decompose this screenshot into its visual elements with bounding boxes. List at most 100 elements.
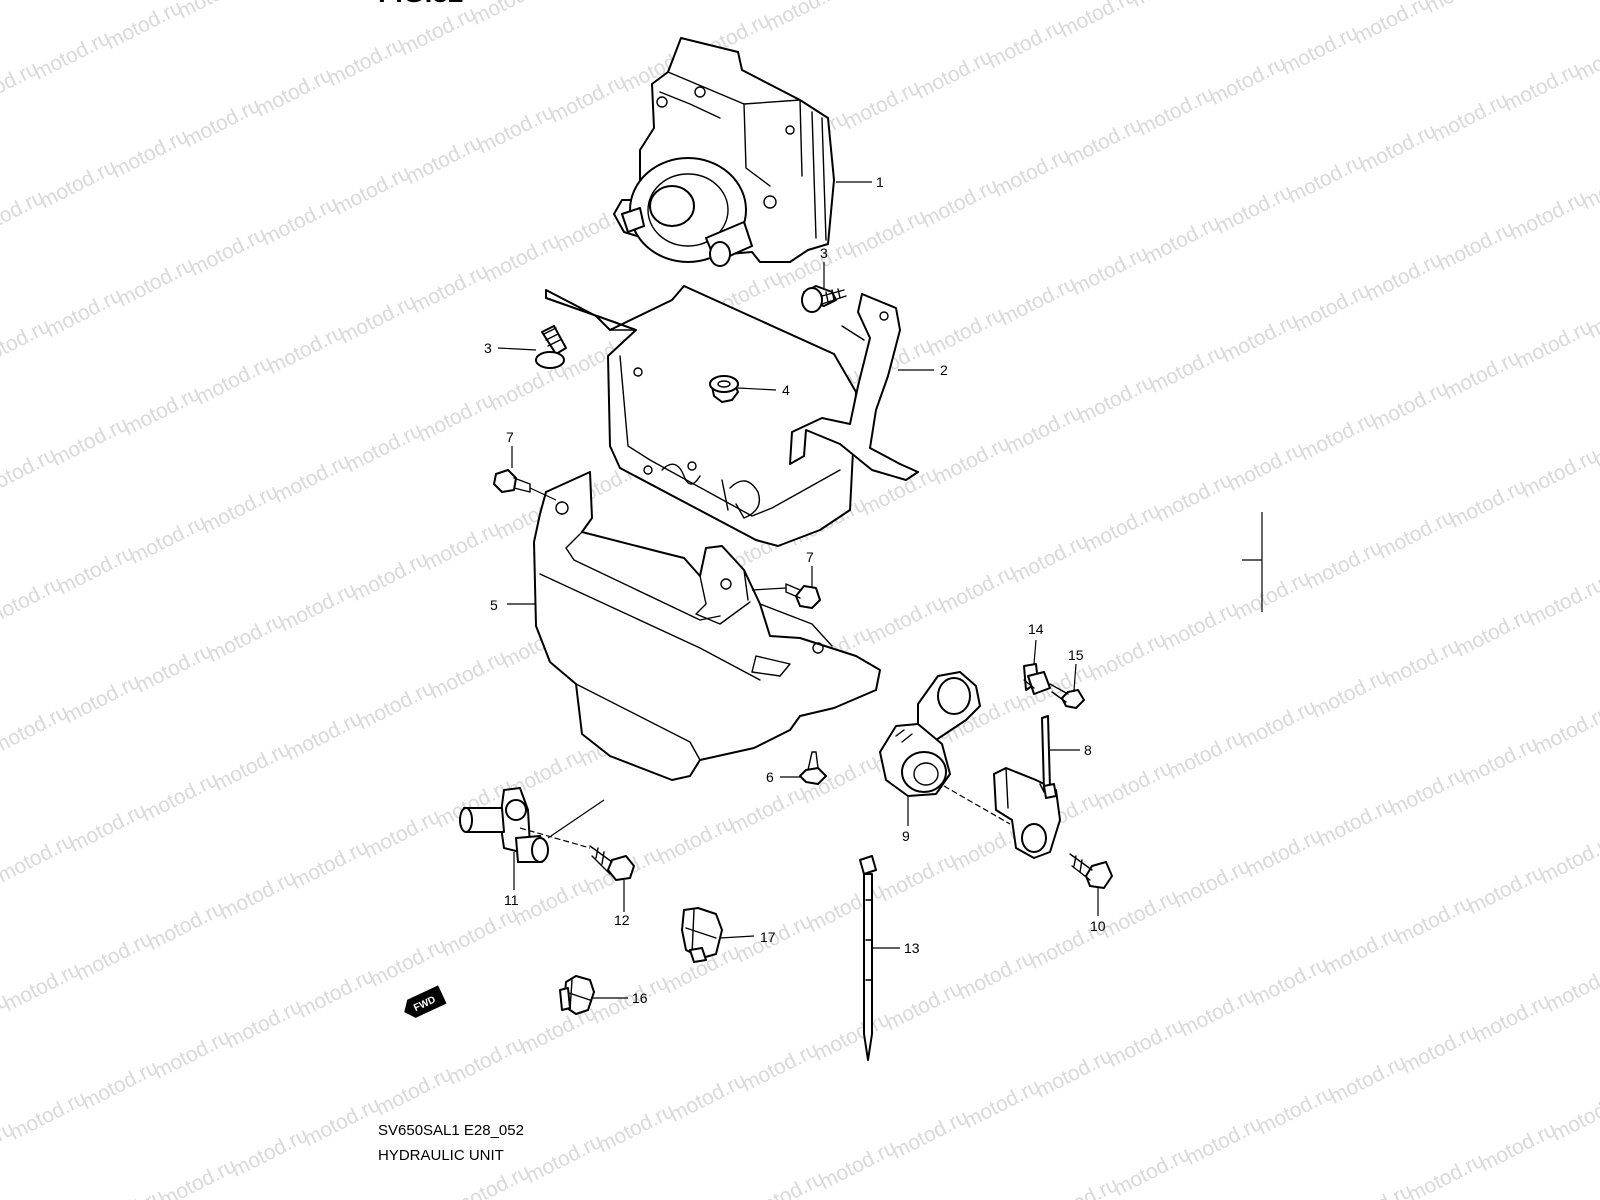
watermark-text: motod.ru <box>1278 21 1362 79</box>
callout-17: 17 <box>760 929 776 945</box>
watermark-text: motod.ru <box>150 1025 234 1083</box>
watermark-text: motod.ru <box>1326 1051 1410 1109</box>
watermark-text: motod.ru <box>1458 732 1542 790</box>
watermark-text: motod.ru <box>984 15 1068 73</box>
watermark-text: motod.ru <box>1434 217 1518 275</box>
callout-5: 5 <box>490 597 498 613</box>
watermark-text: motod.ru <box>522 1130 606 1188</box>
watermark-text: motod.ru <box>510 872 594 930</box>
watermark-text: motod.ru <box>408 260 492 318</box>
watermark-text: motod.ru <box>876 848 960 906</box>
watermark-text: motod.ru <box>372 1062 456 1120</box>
callout-labels: 1 2 3 3 4 5 6 7 7 8 9 10 11 12 13 14 15 … <box>484 174 1106 1006</box>
watermark-text: motod.ru <box>6 1087 90 1145</box>
callout-14: 14 <box>1028 621 1044 637</box>
watermark-text: motod.ru <box>1110 1142 1194 1200</box>
bolt-10-drawing <box>1069 853 1113 889</box>
watermark-text: motod.ru <box>1038 1173 1122 1200</box>
watermark-text: motod.ru <box>1362 248 1446 306</box>
callout-3-left: 3 <box>484 340 492 356</box>
watermark-text: motod.ru <box>132 639 216 697</box>
watermark-text: motod.ru <box>1350 0 1434 49</box>
watermark-text: motod.ru <box>1134 82 1218 140</box>
grommet-drawing <box>709 375 739 403</box>
watermark-text: motod.ru <box>1464 861 1548 919</box>
watermark-text: motod.ru <box>108 125 192 183</box>
watermark-text: motod.ru <box>1332 1179 1416 1200</box>
watermark-text: motod.ru <box>990 143 1074 201</box>
watermark-text: motod.ru <box>342 419 426 477</box>
watermark-text: motod.ru <box>366 934 450 992</box>
watermark-text: motod.ru <box>198 480 282 538</box>
watermark-text: motod.ru <box>438 903 522 961</box>
watermark-text: motod.ru <box>1128 0 1212 12</box>
cover-drawing <box>533 471 881 781</box>
watermark-text: motod.ru <box>144 897 228 955</box>
watermark-text: motod.ru <box>1080 499 1164 557</box>
callout-2: 2 <box>940 362 948 378</box>
watermark-text: motod.ru <box>222 995 306 1053</box>
watermark-text: motod.ru <box>1068 242 1152 300</box>
callout-7-left: 7 <box>506 429 514 445</box>
watermark-text: motod.ru <box>1308 665 1392 723</box>
watermark-text: motod.ru <box>276 578 360 636</box>
watermark-text: motod.ru <box>1104 1014 1188 1072</box>
cable-tie-drawing <box>859 855 877 1061</box>
watermark-text: motod.ru <box>36 155 120 213</box>
watermark-text: motod.ru <box>738 1038 822 1096</box>
watermark-text: motod.ru <box>282 707 366 765</box>
watermark-text: motod.ru <box>996 272 1080 330</box>
watermark-text: motod.ru <box>1470 989 1554 1047</box>
watermark-text: motod.ru <box>1092 756 1176 814</box>
bracket-drawing <box>545 285 919 547</box>
screw-6-drawing <box>799 751 827 785</box>
bolt-3-upper-drawing <box>801 285 847 313</box>
watermark-text: motod.ru <box>888 1106 972 1164</box>
watermark-text: motod.ru <box>960 1075 1044 1133</box>
watermark-text: motod.ru <box>78 1056 162 1114</box>
watermark-text: motod.ru <box>1212 180 1296 238</box>
watermark-text: motod.ru <box>1422 0 1506 18</box>
callout-13: 13 <box>904 940 920 956</box>
watermark-text: motod.ru <box>228 1124 312 1182</box>
watermark-text: motod.ru <box>726 781 810 839</box>
bolt-15-drawing <box>1049 683 1085 709</box>
leader-lines <box>497 181 1263 999</box>
watermark-text: motod.ru <box>258 192 342 250</box>
watermark-text: motod.ru <box>1398 1020 1482 1078</box>
watermark-text: motod.ru <box>1218 309 1302 367</box>
watermark-text: motod.ru <box>474 100 558 158</box>
bolt-7-left-drawing <box>493 469 531 493</box>
bolt-12-drawing <box>589 845 635 881</box>
watermark-text: motod.ru <box>60 670 144 728</box>
watermark-text: motod.ru <box>1356 119 1440 177</box>
watermark-text: motod.ru <box>834 0 918 5</box>
watermark-text: motod.ru <box>1452 603 1536 661</box>
watermark-text: motod.ru <box>1536 830 1600 888</box>
watermark-text: motod.ru <box>102 0 186 54</box>
watermark-text: motod.ru <box>252 63 336 121</box>
watermark-text: motod.ru <box>804 879 888 937</box>
sensor-8-drawing <box>993 715 1061 859</box>
watermark-text: motod.ru <box>216 866 300 924</box>
figure-title: FIG.52 <box>378 0 464 8</box>
watermark-text: motod.ru <box>840 76 924 134</box>
watermark-text: motod.ru <box>1230 566 1314 624</box>
watermark-text: motod.ru <box>1140 211 1224 269</box>
watermark-text: motod.ru <box>480 229 564 287</box>
callout-6: 6 <box>766 769 774 785</box>
callout-15: 15 <box>1068 647 1084 663</box>
watermark-text: motod.ru <box>120 382 204 440</box>
watermark-text: motod.ru <box>66 799 150 857</box>
watermark-text: motod.ru <box>1224 438 1308 496</box>
watermark-text: motod.ru <box>1392 891 1476 949</box>
watermark-text: motod.ru <box>1098 885 1182 943</box>
watermark-text: motod.ru <box>114 253 198 311</box>
watermark-text: motod.ru <box>588 971 672 1029</box>
watermark-text: motod.ru <box>1032 1044 1116 1102</box>
callout-16: 16 <box>632 990 648 1006</box>
watermark-text: motod.ru <box>1524 573 1600 631</box>
watermark-text: motod.ru <box>666 1069 750 1127</box>
watermark-text: motod.ru <box>180 94 264 152</box>
watermark-text: motod.ru <box>1086 628 1170 686</box>
